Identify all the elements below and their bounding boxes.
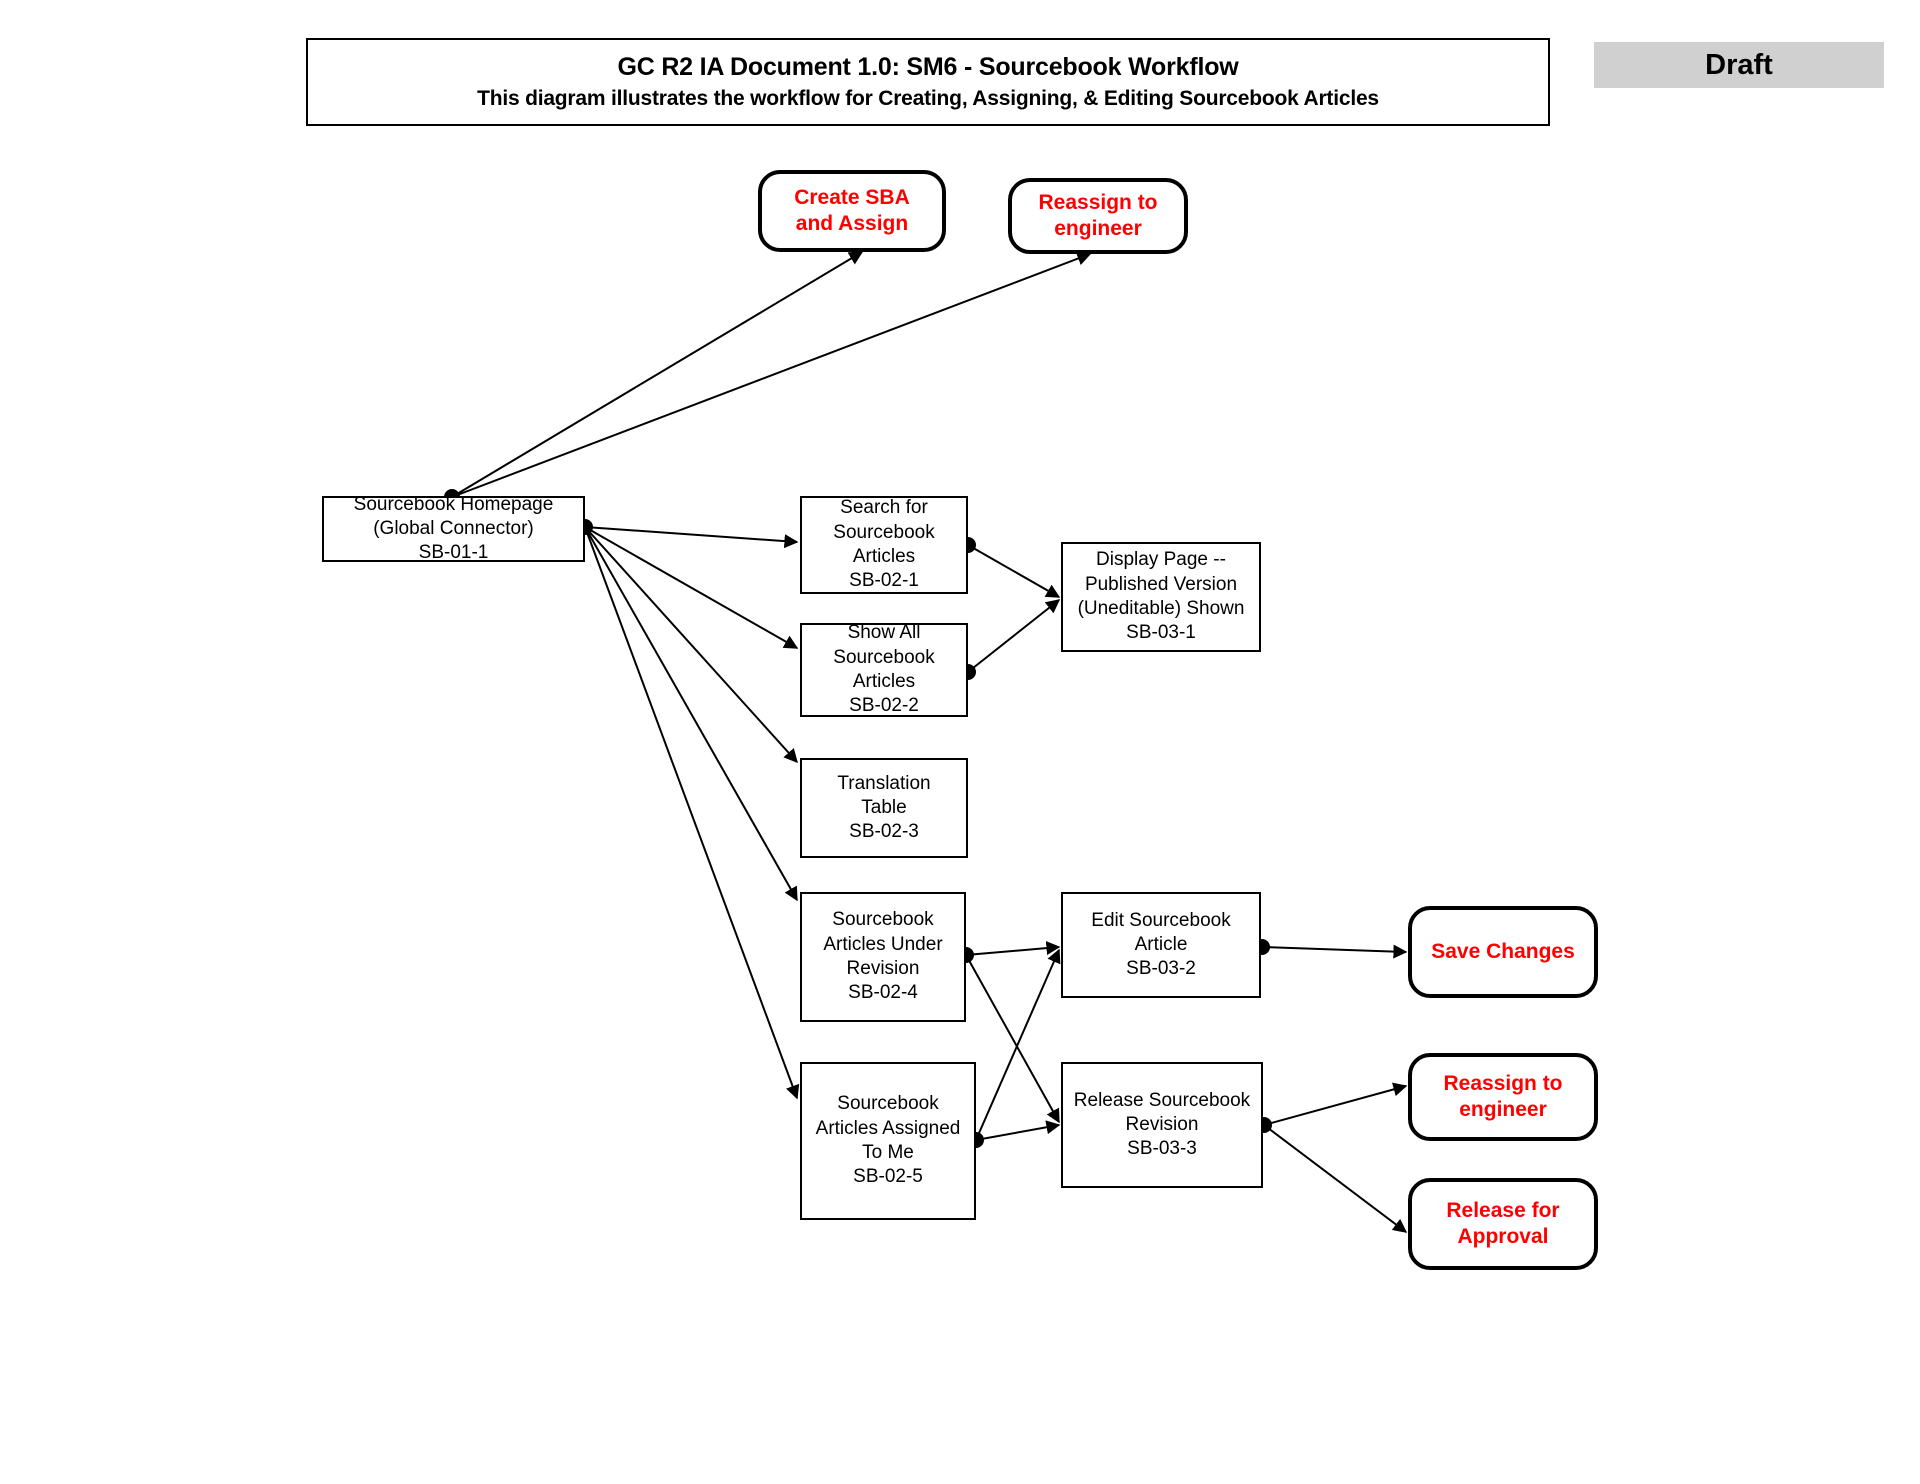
node-sourcebook-articles-assigned-to-me[interactable]: Sourcebook Articles Assigned To Me SB-02… xyxy=(800,1062,976,1220)
node-label: Sourcebook Articles Under Revision SB-02… xyxy=(823,909,943,1004)
status-badge: Draft xyxy=(1594,42,1884,88)
node-show-all-sourcebook-articles[interactable]: Show All Sourcebook Articles SB-02-2 xyxy=(800,622,968,717)
edge-sb011-sb024 xyxy=(584,526,798,902)
node-sourcebook-articles-under-revision[interactable]: Sourcebook Articles Under Revision SB-02… xyxy=(800,892,966,1022)
edge-sb025-sb032 xyxy=(975,948,1061,1141)
node-label: Show All Sourcebook Articles SB-02-2 xyxy=(833,622,935,717)
edge-sb022-sb031 xyxy=(967,599,1061,673)
node-search-for-sourcebook-articles[interactable]: Search for Sourcebook Articles SB-02-1 xyxy=(800,496,968,594)
node-label: Sourcebook Homepage (Global Connector) S… xyxy=(353,493,554,564)
edge-sb011-sb021 xyxy=(584,526,799,549)
node-display-page-published-version[interactable]: Display Page -- Published Version (Unedi… xyxy=(1061,542,1261,652)
title-block: GC R2 IA Document 1.0: SM6 - Sourcebook … xyxy=(306,38,1550,126)
edge-sb011-reassign-top xyxy=(451,251,1092,498)
edge-sb011-sb022 xyxy=(584,526,799,649)
node-label: Release Sourcebook Revision SB-03-3 xyxy=(1073,1089,1251,1160)
node-release-sourcebook-revision[interactable]: Release Sourcebook Revision SB-03-3 xyxy=(1061,1062,1263,1188)
node-label: Reassign to engineer xyxy=(1443,1071,1563,1121)
edge-sb032-save-changes xyxy=(1261,944,1408,959)
node-label: Edit Sourcebook Article SB-03-2 xyxy=(1091,909,1231,980)
node-label: Search for Sourcebook Articles SB-02-1 xyxy=(833,497,935,592)
node-label: Create SBA and Assign xyxy=(794,185,910,235)
node-label: Translation Table SB-02-3 xyxy=(837,772,931,843)
node-label: Display Page -- Published Version (Unedi… xyxy=(1077,549,1245,644)
node-label: Save Changes xyxy=(1431,939,1575,963)
node-release-for-approval[interactable]: Release for Approval xyxy=(1408,1178,1598,1270)
node-label: Release for Approval xyxy=(1446,1198,1560,1248)
node-label: Reassign to engineer xyxy=(1038,190,1158,240)
edge-sb024-sb033 xyxy=(965,954,1060,1124)
node-sourcebook-homepage[interactable]: Sourcebook Homepage (Global Connector) S… xyxy=(322,494,585,563)
node-reassign-to-engineer-top[interactable]: Reassign to engineer xyxy=(1008,178,1188,254)
edge-sb011-sb025 xyxy=(584,526,800,1100)
page-subtitle: This diagram illustrates the workflow fo… xyxy=(477,86,1379,110)
edge-sb011-sb023 xyxy=(584,526,798,764)
edge-sb033-release xyxy=(1263,1124,1408,1233)
edge-sb011-create-sba xyxy=(451,251,864,498)
edge-sb025-sb033 xyxy=(975,1120,1061,1141)
node-label: Sourcebook Articles Assigned To Me SB-02… xyxy=(815,1093,961,1188)
node-reassign-to-engineer[interactable]: Reassign to engineer xyxy=(1408,1053,1598,1141)
edge-sb024-sb032 xyxy=(965,941,1061,956)
node-translation-table[interactable]: Translation Table SB-02-3 xyxy=(800,758,968,858)
node-edit-sourcebook-article[interactable]: Edit Sourcebook Article SB-03-2 xyxy=(1061,892,1261,998)
node-save-changes[interactable]: Save Changes xyxy=(1408,906,1598,998)
node-create-sba-and-assign[interactable]: Create SBA and Assign xyxy=(758,170,946,252)
edge-sb033-reassign xyxy=(1263,1082,1408,1126)
edge-sb021-sb031 xyxy=(967,544,1061,598)
page-title: GC R2 IA Document 1.0: SM6 - Sourcebook … xyxy=(617,53,1239,82)
